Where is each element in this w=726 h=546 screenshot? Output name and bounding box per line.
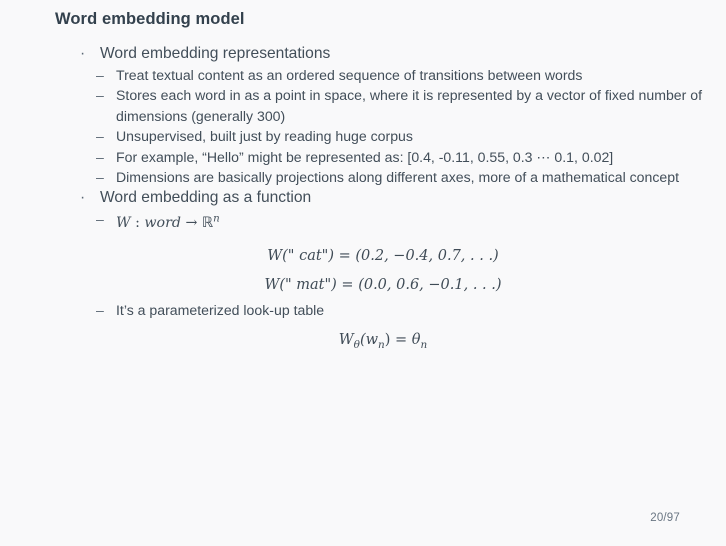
sub-item-text: For example, “Hello” might be represente…	[116, 148, 614, 165]
equation-w-cat: W(" cat") = (0.2, −0.4, 0.7, . . .)	[267, 247, 499, 264]
sub-item-dimensions-projections: – Dimensions are basically projections a…	[84, 167, 704, 187]
sub-item-point-in-space: – Stores each word in as a point in spac…	[84, 85, 704, 126]
page-title: Word embedding model	[55, 10, 245, 28]
math-subscript-n: n	[378, 338, 385, 351]
slide-body: · Word embedding representations – Treat…	[0, 43, 726, 356]
math-mapping-definition: W : word → ℝn	[116, 213, 220, 232]
sub-item-text: Dimensions are basically projections alo…	[116, 169, 679, 186]
bullet-heading: Word embedding representations	[100, 45, 331, 62]
outline-list: · Word embedding representations – Treat…	[0, 43, 726, 356]
bullet-dot-icon: ·	[80, 45, 86, 62]
page-number: 20/97	[650, 512, 680, 524]
math-word: word	[144, 215, 181, 232]
sub-list-lookup: – It’s a parameterized look-up table	[96, 300, 726, 320]
math-exponent-n: n	[213, 213, 220, 225]
dash-marker-icon: –	[96, 301, 104, 318]
math-symbol-W: W	[338, 331, 354, 348]
sub-item-text: Unsupervised, built just by reading huge…	[116, 128, 413, 145]
math-equals: ) =	[384, 331, 412, 348]
math-subscript-theta: θ	[353, 338, 360, 351]
equation-w-mat: W(" mat") = (0.0, 0.6, −0.1, . . .)	[264, 276, 502, 293]
math-arrow-icon: →	[180, 215, 202, 232]
bullet-item-word-embedding-as-a-function: · Word embedding as a function – W : wor…	[0, 187, 726, 355]
sub-list-representations: – Treat textual content as an ordered se…	[96, 65, 726, 187]
dash-marker-icon: –	[96, 128, 104, 145]
dash-marker-icon: –	[96, 67, 104, 83]
sub-item-text: Stores each word in as a point in space,…	[116, 87, 702, 124]
dash-marker-icon: –	[96, 211, 104, 228]
bullet-heading: Word embedding as a function	[100, 189, 312, 207]
dash-marker-icon: –	[96, 148, 104, 165]
math-theta: θ	[411, 331, 421, 348]
sub-item-lookup-table: – It’s a parameterized look-up table	[84, 300, 704, 320]
math-open-paren-w: (w	[359, 331, 379, 348]
math-colon: :	[130, 215, 145, 232]
sub-item-mapping-definition: – W : word → ℝn	[84, 209, 704, 233]
bullet-item-word-embedding-representations: · Word embedding representations – Treat…	[0, 43, 726, 187]
math-symbol-W: W	[116, 215, 131, 232]
bullet-dot-icon: ·	[80, 189, 86, 207]
sub-list-function: – W : word → ℝn	[96, 209, 726, 233]
sub-item-text: Treat textual content as an ordered sequ…	[116, 67, 583, 83]
sub-item-text: It’s a parameterized look-up table	[116, 301, 325, 318]
math-subscript-n-rhs: n	[420, 338, 428, 351]
sub-item-unsupervised: – Unsupervised, built just by reading hu…	[84, 126, 704, 146]
equation-w-theta: Wθ(wn) = θn	[100, 329, 726, 356]
sub-item-hello-example: – For example, “Hello” might be represen…	[84, 147, 704, 167]
dash-marker-icon: –	[96, 169, 104, 186]
math-real-numbers-symbol: ℝ	[201, 215, 214, 232]
sub-item-transitions: – Treat textual content as an ordered se…	[84, 65, 704, 85]
dash-marker-icon: –	[96, 87, 104, 104]
